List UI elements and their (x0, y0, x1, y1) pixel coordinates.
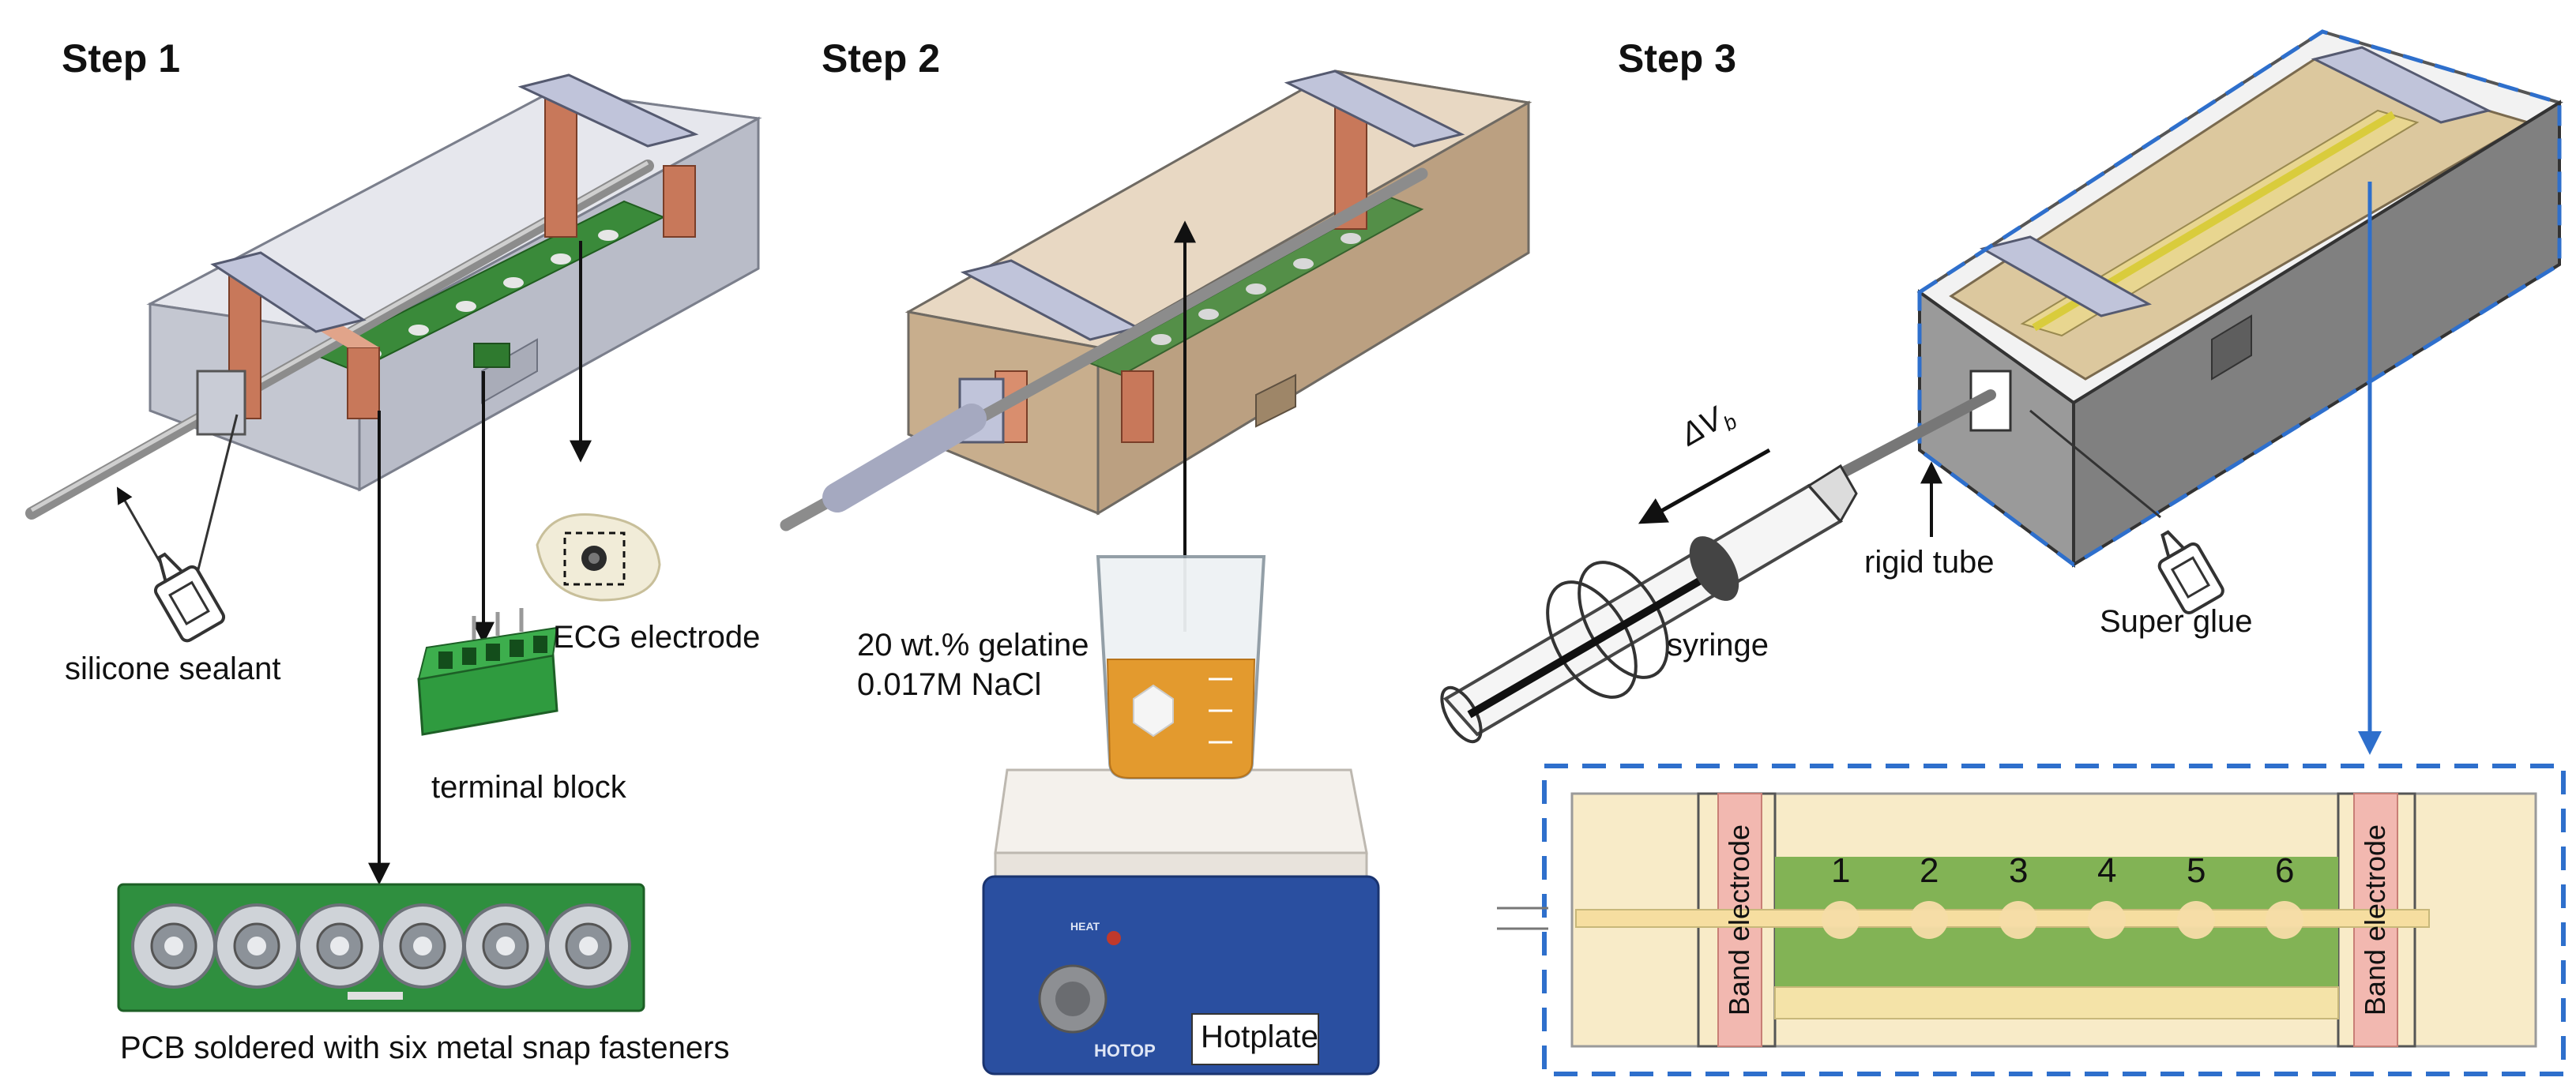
electrode-spot (1999, 901, 2037, 939)
ecg-electrode-icon (536, 513, 661, 602)
arrow-to-silicone-right (196, 414, 239, 573)
pcb-label: PCB soldered with six metal snap fastene… (120, 1031, 730, 1065)
hotplate-label: Hotplate (1201, 1019, 1318, 1054)
snap-fastener (546, 903, 631, 989)
syringe-label: syringe (1667, 628, 1769, 663)
electrode-number-4: 4 (2097, 851, 2117, 890)
electrode-number-2: 2 (1920, 851, 1939, 890)
snap-fastener (463, 903, 548, 989)
band-electrode-right-label: Band electrode (2359, 824, 2391, 1016)
electrode-spot (2177, 901, 2215, 939)
step2-title: Step 2 (822, 36, 941, 81)
electrode-spot (2266, 901, 2303, 939)
arrow-delta-v (1638, 448, 1771, 524)
electrode-hole (408, 325, 429, 336)
electrode-number-5: 5 (2187, 851, 2206, 890)
electrode-number-6: 6 (2275, 851, 2295, 890)
hotplate-brand: HOTOP (1094, 1041, 1156, 1061)
silicone-sealant-label: silicone sealant (65, 651, 281, 686)
electrode-spot (1822, 901, 1860, 939)
electrode-hole (456, 301, 476, 312)
gelatine-label-line2: 0.017M NaCl (857, 667, 1042, 702)
top-view (1497, 764, 2566, 1076)
electrode-spot (1910, 901, 1948, 939)
electrode-number-3: 3 (2009, 851, 2029, 890)
electrode-hole (551, 253, 571, 265)
beaker (1096, 555, 1266, 779)
step1-clamp-bars (210, 73, 699, 333)
hotplate-tag (1191, 1013, 1319, 1065)
arrow-to-glue (2029, 409, 2161, 519)
syringe (1440, 389, 1996, 744)
hotplate (982, 768, 1380, 1076)
step1-title: Step 1 (62, 36, 181, 81)
band-electrode-left-label: Band electrode (1723, 824, 1755, 1016)
electrode-hole (503, 277, 524, 288)
step3-phantom-box (1916, 29, 2563, 568)
step3-title: Step 3 (1618, 36, 1737, 81)
glue-bottle-icon (2157, 530, 2224, 615)
ecg-electrode-label: ECG electrode (553, 620, 761, 655)
gelatine-label-line1: 20 wt.% gelatine (857, 628, 1089, 663)
snap-fastener (214, 903, 299, 989)
snap-fastener (131, 903, 216, 989)
rigid-tube-label: rigid tube (1864, 545, 1995, 580)
terminal-block-mini (473, 343, 510, 368)
heat-indicator (1107, 931, 1121, 945)
snap-fastener (297, 903, 382, 989)
step2-rod (780, 167, 1428, 531)
snap-fastener (380, 903, 465, 989)
terminal-block-label: terminal block (431, 770, 626, 805)
glue-bottle-icon (153, 552, 226, 643)
heat-label: HEAT (1070, 920, 1100, 933)
electrode-hole (598, 230, 619, 241)
terminal-block-icon (417, 608, 558, 736)
electrode-spot (2088, 901, 2126, 939)
pcb-snap-fasteners (117, 883, 645, 1012)
super-glue-label: Super glue (2100, 604, 2253, 639)
electrode-number-1: 1 (1831, 851, 1851, 890)
step1-end-cap (196, 370, 246, 436)
